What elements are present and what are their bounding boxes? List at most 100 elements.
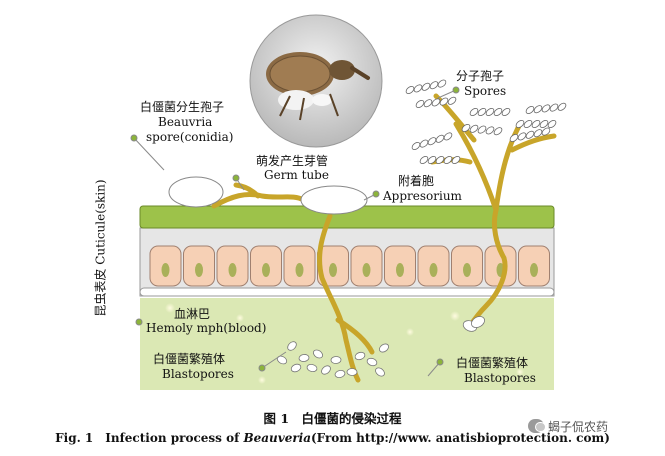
spore-chain-item [477,125,487,134]
blastopores [276,316,485,379]
leader-lines [130,86,460,377]
epidermal-cell [216,245,249,287]
figure-caption-en: Fig. 1 Infection process of Beauveria(Fr… [0,429,665,446]
epidermal-cell [384,245,416,287]
blastopore [354,351,366,361]
epidermal-cell [518,245,550,287]
blastopore [321,365,331,375]
spore-chain-item [541,104,551,113]
blastopore [366,357,378,367]
spore-chain-item [443,155,453,165]
epidermal-cell [283,245,316,287]
blastopore [298,354,310,362]
germ-tube-label-en: Germ tube [264,168,329,182]
spore-chain-item [427,155,437,165]
conidia-label-en1: Beauvria [158,115,213,129]
appressorium-label-en: Appresorium [383,189,462,203]
spore-chain-item [477,107,487,117]
caption-prefix: Fig. 1 Infection process of [55,431,244,445]
spore-chain-item [437,79,447,88]
conidia-label-en2: spore(conidia) [146,130,234,144]
spore-clusters [405,79,567,165]
appressorium-label-zh: 附着胞 [398,174,435,188]
spore-chain-item [451,155,461,165]
appressorium-spore [300,185,368,215]
spores-label-zh: 分子孢子 [456,69,505,83]
blastopore [287,341,297,351]
epidermal-cell [183,245,215,287]
blastopores-right-label-en: Blastopores [464,371,536,385]
spore-chain-item [447,96,457,105]
blastopore [290,363,302,373]
spore-chain-item [429,81,439,90]
spore-chain-item [501,107,511,117]
spore-chain-item [509,133,519,143]
caption-source: (From http://www. anatisbioprotection. c… [310,431,610,445]
blastopore [346,368,358,376]
spore-chain-item [515,119,525,129]
blastopore [375,367,385,377]
figure-caption-zh: 图 1 白僵菌的侵染过程 [263,411,402,426]
epidermal-cell [250,245,282,287]
epidermal-cell [417,245,450,287]
spore-chain-item [539,119,549,129]
spore-chain-item [423,99,433,108]
spore-chain-item [531,119,541,129]
watermark: 蝎子侃农药 [528,417,656,435]
spore-chain-item [427,137,437,146]
conidia-label-zh: 白僵菌分生孢子 [140,100,225,114]
spores-label-en: Spores [464,84,507,98]
blastopore [471,316,485,328]
spore-chain-item [435,155,445,165]
weevil-photo [249,14,383,148]
spore-chain-item [547,119,557,129]
conidium-spore [168,176,224,208]
blastopore [334,369,346,379]
spore-chain-item [415,99,425,109]
spore-chain-item [439,97,449,106]
spore-chain-item [533,129,543,138]
spore-chain-item [405,85,415,95]
epidermal-cell [451,245,483,287]
spore-chain-item [443,132,453,141]
spore-chain-item [493,127,503,136]
wechat-icon [528,419,546,433]
spore-chain-item [435,134,445,143]
cuticle-label: 昆虫表皮 Cuticule(skin) [93,179,108,317]
spore-chain-item [533,105,543,114]
blastopores-left-label-en: Blastopores [162,367,234,381]
spore-chain-item [419,139,429,148]
epidermal-cell [350,245,383,287]
blastopores-right-label-zh: 白僵菌繁殖体 [456,356,529,370]
blastopore [306,364,318,372]
spore-chain-item [549,103,559,112]
spore-chain-item [431,98,441,107]
spore-chain-item [413,84,423,93]
spore-chain-item [541,127,551,136]
spore-chain-item [411,141,421,151]
spore-chain-item [525,105,535,115]
spore-chain-item [493,107,503,117]
blastopore [313,349,323,359]
germ-tube-label-zh: 萌发产生芽管 [256,154,329,168]
caption-genus: Beauveria [243,431,311,445]
epidermal-cell [149,245,182,287]
spore-chain-item [469,107,479,117]
spore-chain-item [485,107,495,117]
spore-chain-item [419,155,429,165]
spore-chain-item [523,119,533,129]
watermark-text: 蝎子侃农药 [548,419,609,434]
spore-chain-item [421,82,431,91]
hemolymph-label-zh: 血淋巴 [174,307,211,321]
epidermal-cell [317,245,349,287]
hemolymph-label-en: Hemoly mph(blood) [146,321,267,335]
spore-chain-item [461,123,471,133]
epidermal-cell-layer [139,227,555,297]
blastopores-left-label-zh: 白僵菌繁殖体 [153,352,226,366]
spore-chain-item [517,132,527,141]
spore-chain-item [485,126,495,135]
blastopore [379,343,389,353]
spore-chain-item [557,102,567,111]
spore-chain-item [469,124,479,133]
spore-chain-item [525,130,535,139]
